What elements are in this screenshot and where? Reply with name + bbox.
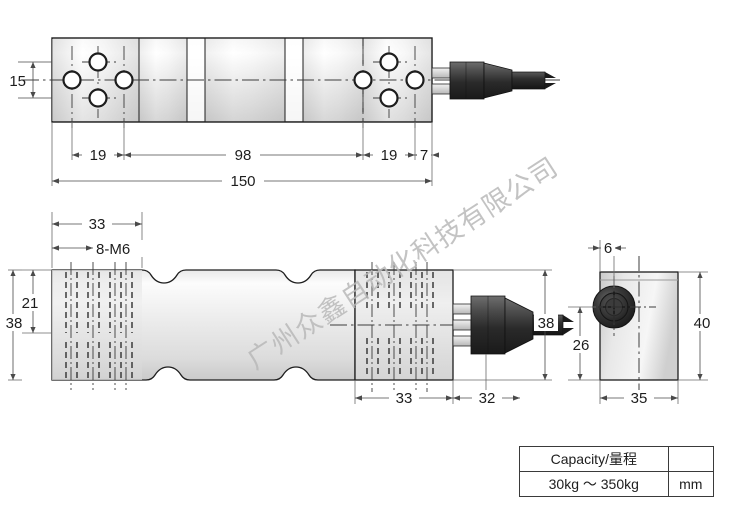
dim-35: 35: [599, 380, 679, 407]
dim-38-left-label: 38: [6, 315, 23, 332]
dim-15: 15: [9, 61, 52, 99]
side-view: 33 8-M6 21 38: [2, 212, 574, 407]
side-view-left-block: [52, 270, 142, 380]
dim-21: 21: [22, 269, 52, 334]
dim-7-bg: [417, 147, 431, 163]
dim-19-right-bg: [373, 147, 405, 163]
dim-8-M6: 8-M6: [52, 240, 149, 258]
capacity-table: Capacity/量程 30kg ～ 350kg mm: [519, 446, 715, 497]
hole: [114, 70, 134, 90]
dim-38-left: 38: [2, 269, 26, 381]
dim-19-left-bg: [82, 147, 114, 163]
dim-19-right-label: 19: [381, 147, 398, 164]
dim-8-M6-label: 8-M6: [96, 241, 130, 258]
top-view-extension-lines: [51, 122, 433, 186]
dim-21-label: 21: [22, 295, 39, 312]
side-view-thread-axes-left: [70, 262, 127, 390]
capacity-value-cell: 30kg ～ 350kg: [519, 471, 669, 497]
dim-38-right: 38: [453, 269, 558, 381]
end-view: 6 26 40: [568, 240, 714, 407]
dim-32-label: 32: [479, 390, 496, 407]
hole: [353, 70, 373, 90]
dim-40: 40: [678, 271, 714, 381]
dim-7-label: 7: [420, 147, 428, 164]
dim-150: 150: [52, 173, 432, 190]
hole: [405, 70, 425, 90]
table-row: Capacity/量程: [519, 446, 715, 472]
dim-98-bg: [226, 147, 260, 163]
side-view-thread-axes-right: [371, 262, 428, 392]
dim-98-label: 98: [235, 147, 252, 164]
top-view-band-5: [285, 39, 303, 121]
top-view-connector: [431, 61, 556, 100]
dim-26: 26: [568, 306, 600, 381]
dim-33-right-label: 33: [396, 390, 413, 407]
dim-19-left-label: 19: [90, 147, 107, 164]
top-view: 15 19 98 19 7: [9, 37, 560, 190]
hole: [88, 88, 108, 108]
hole: [379, 88, 399, 108]
unit-value-cell: mm: [667, 471, 715, 497]
unit-header-cell: [667, 446, 715, 472]
hole: [379, 52, 399, 72]
capacity-header-cell: Capacity/量程: [519, 446, 669, 472]
dim-150-label: 150: [230, 173, 255, 190]
dim-35-label: 35: [631, 390, 648, 407]
top-view-hole-group-left: [62, 46, 134, 128]
dim-32: 32: [453, 390, 520, 407]
side-view-threads-right: [366, 272, 434, 378]
hole: [62, 70, 82, 90]
dim-33-right: 33: [355, 390, 453, 407]
dim-33-left-label: 33: [89, 216, 106, 233]
hole: [88, 52, 108, 72]
dim-6-label: 6: [604, 240, 612, 257]
dim-15-label: 15: [9, 73, 26, 90]
side-view-threads-left: [65, 272, 133, 378]
dim-38-right-label: 38: [538, 315, 555, 332]
table-row: 30kg ～ 350kg mm: [519, 471, 715, 497]
dim-33-left: 33: [51, 212, 143, 268]
dim-6: 6: [588, 240, 626, 288]
top-view-hole-group-right: [353, 46, 425, 128]
dim-40-label: 40: [694, 315, 711, 332]
end-view-connector-boss: [592, 276, 656, 336]
dim-26-label: 26: [573, 337, 590, 354]
